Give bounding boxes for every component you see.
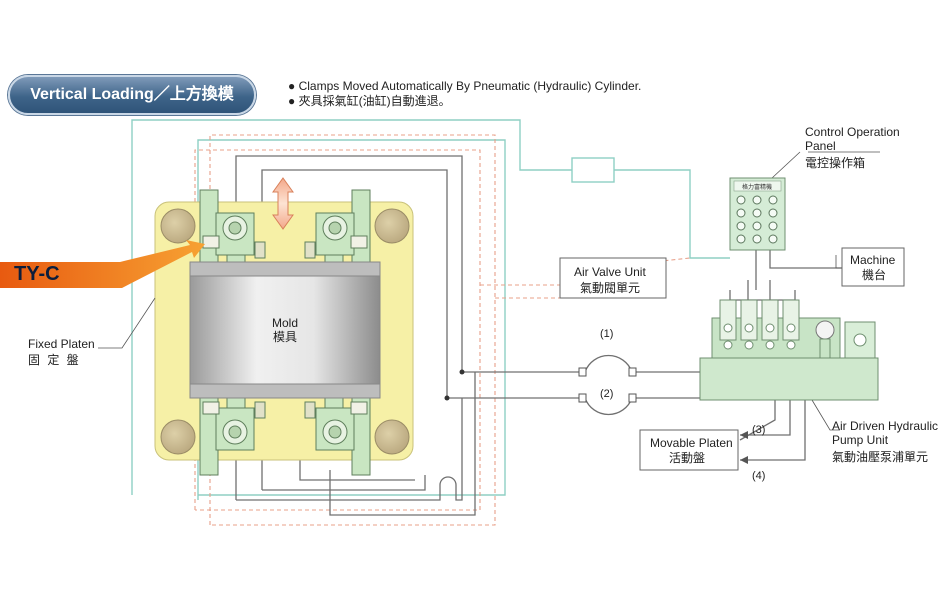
tie-bar-holes (160, 208, 410, 455)
line-4-label: (4) (752, 470, 766, 482)
fixed-platen-label-zh: 固 定 盤 (28, 353, 81, 367)
pump-label-zh: 氣動油壓泵浦單元 (832, 450, 929, 464)
fixed-platen-label-en: Fixed Platen (28, 337, 95, 351)
machine-label-zh: 機台 (862, 268, 887, 282)
line-2-label: (2) (600, 388, 614, 400)
air-valve-label-en: Air Valve Unit (574, 265, 646, 279)
machine-label-en: Machine (850, 253, 896, 267)
mold-label: Mold 模具 (250, 316, 320, 344)
control-panel: 格力富精機 (729, 177, 786, 251)
page-title: Vertical Loading／上方換模 (8, 75, 256, 115)
clamp-bottom-right (304, 394, 371, 476)
ty-c-label: TY-C (14, 263, 60, 285)
ty-c-pointer-arrow (0, 240, 205, 288)
control-panel-label-en-2: Panel (805, 139, 836, 153)
clamp-top-right (304, 189, 371, 271)
feature-bullets: ● Clamps Moved Automatically By Pneumati… (288, 79, 641, 109)
pump-label-en-1: Air Driven Hydraulic (832, 419, 939, 433)
mold-label-zh: 模具 (272, 330, 297, 344)
mold-label-en: Mold (271, 316, 298, 330)
flow-arrowheads (740, 431, 748, 464)
pump-label-en-2: Pump Unit (832, 433, 889, 447)
mold-block (189, 261, 381, 399)
pressure-gauge-icon (815, 320, 835, 340)
movable-platen-label-zh: 活動盤 (669, 451, 706, 465)
air-valve-box (559, 257, 667, 299)
bullet-en: ● Clamps Moved Automatically By Pneumati… (288, 79, 642, 93)
panel-header-text: 格力富精機 (742, 183, 772, 191)
pipe-couplers (578, 367, 637, 403)
line-1-label: (1) (600, 328, 614, 340)
line-3-label: (3) (752, 424, 766, 436)
updown-arrow-icon (272, 177, 294, 230)
machine-box (841, 247, 905, 287)
movable-platen-box (639, 429, 739, 471)
pipe-junctions (444, 369, 465, 401)
pump-unit (699, 299, 879, 401)
clamp-bottom-left (199, 394, 266, 476)
control-panel-label-zh: 電控操作箱 (805, 156, 866, 170)
control-panel-label-en-1: Control Operation (805, 125, 900, 139)
air-valve-label-zh: 氣動閥單元 (580, 281, 641, 295)
bullet-zh: ● 夾具採氣缸(油缸)自動進退。 (288, 94, 451, 108)
movable-platen-label-en: Movable Platen (650, 436, 733, 450)
